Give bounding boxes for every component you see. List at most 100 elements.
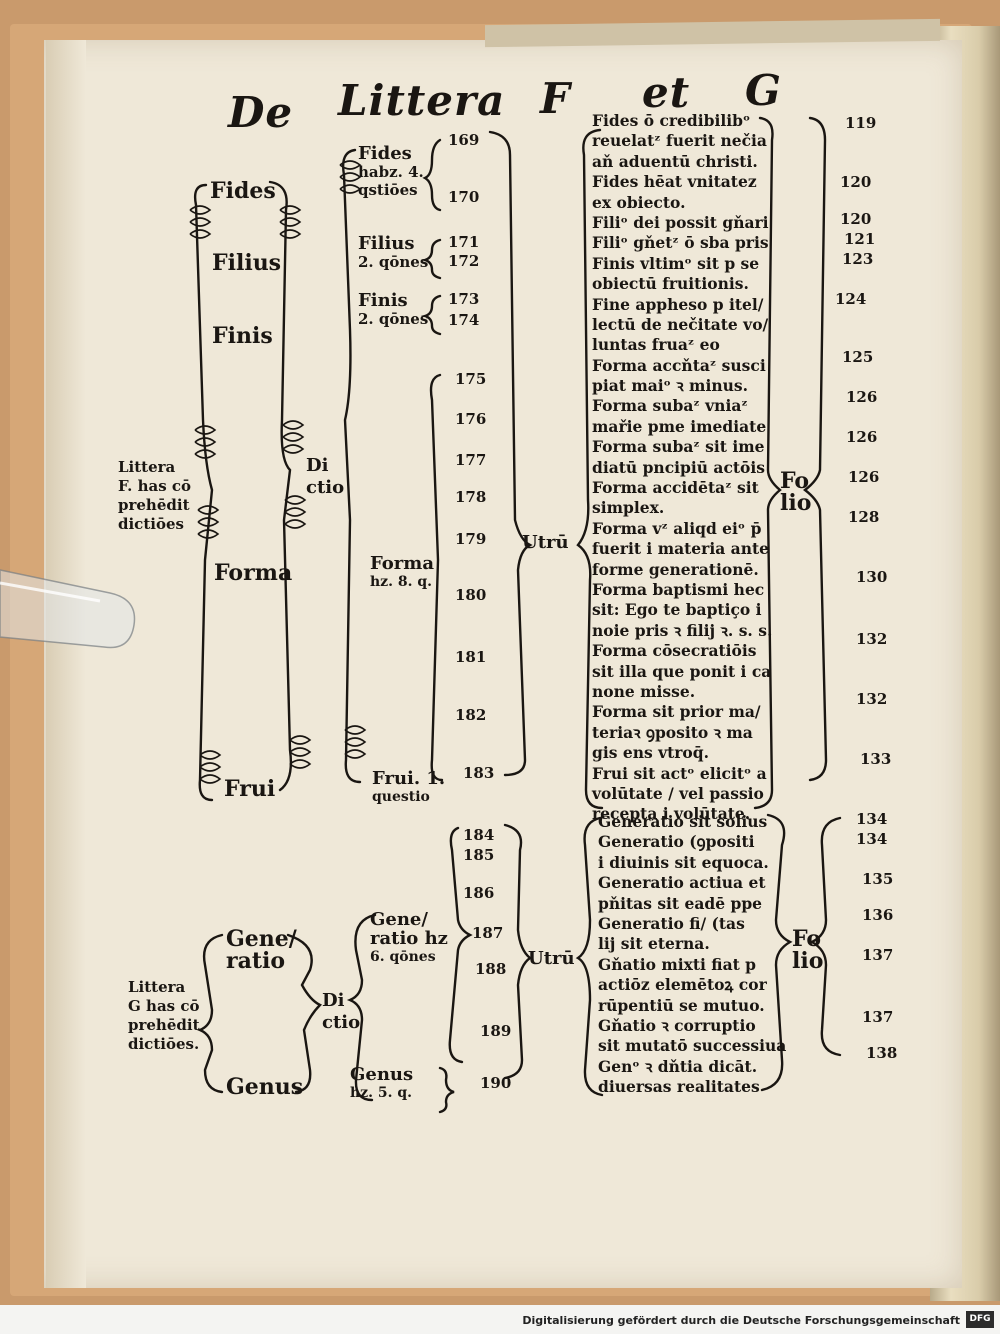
group-line: hz. 8. q. <box>370 573 434 591</box>
question-line: Generatio fi/ (tas <box>598 914 786 934</box>
question-line: i diuinis sit equoca. <box>598 853 786 873</box>
dictio-part: ctio <box>306 477 344 499</box>
num-173: 173 <box>448 292 479 307</box>
group-fides: Fides habz. 4. qstiōes <box>358 145 424 199</box>
dictio-part: Di <box>306 455 344 477</box>
folio-part: Fo <box>792 928 823 950</box>
folio-num: 123 <box>842 252 873 267</box>
question-line: Forma subaᶻ vniaᶻ <box>592 396 772 416</box>
folio-num: 138 <box>866 1046 897 1061</box>
folio-part: Fo <box>780 470 811 492</box>
folio-num: 126 <box>846 390 877 405</box>
question-line: Fides hēat vnitatez <box>592 172 772 192</box>
intro-line: prehēdit <box>128 1016 200 1035</box>
questions-f: Fides ō credibilibᵒ reuelatᶻ fuerit neči… <box>592 111 772 825</box>
question-line: teriaꝛ ꝯposito ꝛ ma <box>592 723 772 743</box>
question-line: gis ens vtroq̄. <box>592 743 772 763</box>
question-line: forme generationē. <box>592 560 772 580</box>
question-line: actiōz elemētoꝝ cor <box>598 975 786 995</box>
num-181: 181 <box>455 650 486 665</box>
group-genus: Genus hz. 5. q. <box>350 1066 413 1102</box>
group-line: 6. qōnes <box>370 948 448 967</box>
num-184: 184 <box>463 828 494 843</box>
question-line: Generatio sit solius <box>598 812 786 832</box>
question-line: reuelatᶻ fuerit nečia <box>592 131 772 151</box>
section-g-intro: Littera G has cō prehēdit dictiōes. <box>128 978 200 1054</box>
word-generatio: Gene/ ratio <box>226 928 297 972</box>
question-line: luntas fruaᶻ eo <box>592 335 772 355</box>
folio-num: 126 <box>846 430 877 445</box>
page-gutter <box>46 40 86 1288</box>
num-171: 171 <box>448 235 479 250</box>
intro-line: G has cō <box>128 997 200 1016</box>
folio-num: 120 <box>840 175 871 190</box>
word-fides: Fides <box>210 180 276 202</box>
group-line: hz. 5. q. <box>350 1084 413 1102</box>
folio-num: 134 <box>856 812 887 827</box>
utrum-g: Utrū <box>528 950 575 968</box>
word-forma: Forma <box>214 562 292 584</box>
intro-line: Littera <box>128 978 200 997</box>
folio-g: Fo lio <box>792 928 823 972</box>
num-180: 180 <box>455 588 486 603</box>
num-177: 177 <box>455 453 486 468</box>
group-filius: Filius 2. qōnes <box>358 235 428 271</box>
question-line: Forma cōsecratiōis <box>592 641 772 661</box>
question-line: Generatio actiua et <box>598 873 786 893</box>
group-generatio: Gene/ ratio hz 6. qōnes <box>370 910 448 967</box>
question-line: diatū pncipiū actōis <box>592 458 772 478</box>
folio-num: 121 <box>844 232 875 247</box>
dfg-logo: DFG <box>966 1311 994 1328</box>
glass-clip <box>0 565 140 663</box>
question-line: Gňatio mixti fiat p <box>598 955 786 975</box>
folio-num: 130 <box>856 570 887 585</box>
num-178: 178 <box>455 490 486 505</box>
question-line: fuerit i materia ante <box>592 539 772 559</box>
dictio-g: Di ctio <box>322 990 360 1034</box>
heading-letter-g: G <box>745 70 782 112</box>
num-175: 175 <box>455 372 486 387</box>
folio-num: 126 <box>848 470 879 485</box>
num-183: 183 <box>463 766 494 781</box>
word-line: ratio <box>226 950 297 972</box>
question-line: Forma subaᶻ sit ime <box>592 437 772 457</box>
num-189: 189 <box>480 1024 511 1039</box>
question-line: Frui sit actᵒ elicitᵒ a <box>592 764 772 784</box>
num-176: 176 <box>455 412 486 427</box>
num-169: 169 <box>448 133 479 148</box>
intro-line: Littera <box>118 458 191 477</box>
question-line: Filiᵒ dei possit gňari <box>592 213 772 233</box>
intro-line: dictiōes <box>118 515 191 534</box>
group-line: 2. qōnes <box>358 310 428 328</box>
folio-num: 128 <box>848 510 879 525</box>
num-179: 179 <box>455 532 486 547</box>
folio-num: 134 <box>856 832 887 847</box>
num-186: 186 <box>463 886 494 901</box>
question-line: piat maiᵒ ꝛ minus. <box>592 376 772 396</box>
question-line: lectū de nečitate vo/ <box>592 315 772 335</box>
question-line: diuersas realitates <box>598 1077 786 1097</box>
question-line: Gňatio ꝛ corruptio <box>598 1016 786 1036</box>
question-line: sit illa que ponit i ca <box>592 662 772 682</box>
question-line: Filiᵒ gňetᶻ ō sba pris <box>592 233 772 253</box>
question-line: sit mutatō successiua <box>598 1036 786 1056</box>
num-187: 187 <box>472 926 503 941</box>
group-line: questio <box>372 788 445 806</box>
question-line: Forma baptismi hec <box>592 580 772 600</box>
num-174: 174 <box>448 313 479 328</box>
folio-num: 135 <box>862 872 893 887</box>
question-line: simplex. <box>592 498 772 518</box>
folio-num: 124 <box>835 292 866 307</box>
intro-line: F. has cō <box>118 477 191 496</box>
folio-num: 119 <box>845 116 876 131</box>
folio-num: 133 <box>860 752 891 767</box>
question-line: mařie pme imediate <box>592 417 772 437</box>
question-line: Forma sit prior ma/ <box>592 702 772 722</box>
group-line: qstiōes <box>358 181 424 199</box>
folio-num: 132 <box>856 692 887 707</box>
folio-num: 125 <box>842 350 873 365</box>
group-line: ratio hz <box>370 929 448 948</box>
group-line: Fides <box>358 145 424 163</box>
num-185: 185 <box>463 848 494 863</box>
question-line: Finis vltimᵒ sit p se <box>592 254 772 274</box>
